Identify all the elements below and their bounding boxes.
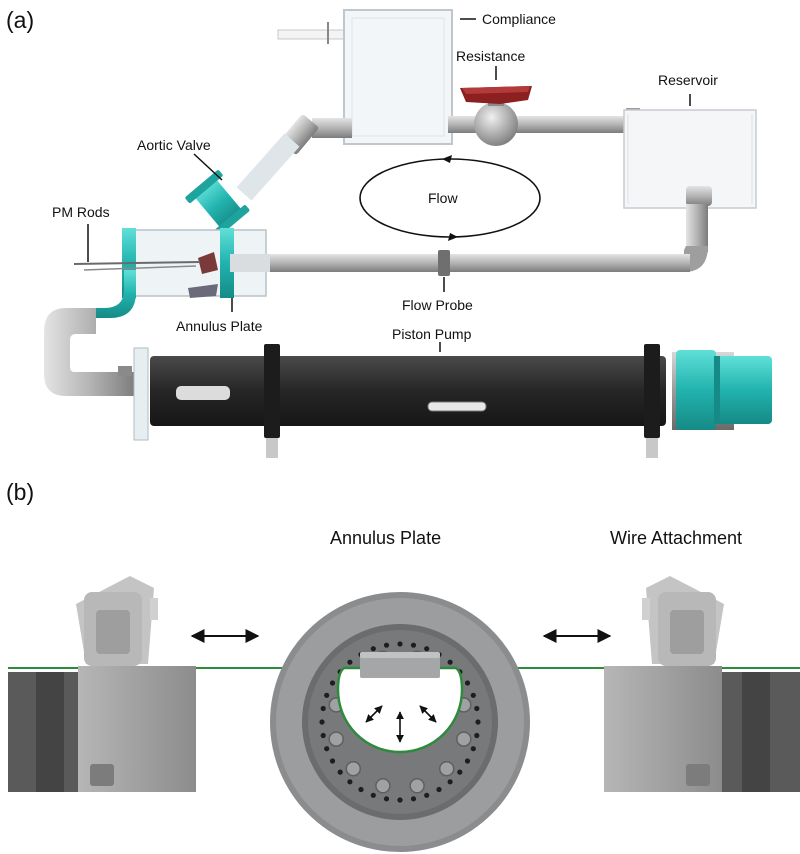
suture-hole: [410, 796, 417, 802]
annulus-plate-b: [270, 592, 530, 852]
aortic-valve: [185, 170, 250, 236]
return-pipe: [44, 308, 136, 396]
suture-hole: [470, 692, 476, 698]
suture-hole-ring: [319, 641, 481, 803]
panel-a: (a) Compliance Resistance: [6, 7, 772, 458]
suture-hole: [424, 646, 430, 652]
flow-loop: [359, 155, 541, 241]
main-pipe: [230, 254, 690, 272]
aortic-valve-leader: [193, 153, 223, 181]
flow-arrow-top: [442, 155, 452, 163]
suture-hole: [464, 680, 471, 686]
wire-attachment-right: [604, 576, 800, 792]
resistance-valve: [460, 86, 532, 146]
flow-label: Flow: [428, 190, 458, 206]
suture-hole: [397, 641, 403, 647]
annulus-opening: [336, 666, 464, 754]
bolt-hole: [296, 816, 306, 826]
flow-probe: [438, 250, 450, 276]
panel-a-tag: (a): [6, 7, 34, 33]
bolt-hole: [494, 816, 504, 826]
suture-hole: [447, 779, 453, 785]
piston-pump-label: Piston Pump: [392, 326, 472, 342]
resistance-label: Resistance: [456, 48, 525, 64]
wire-attachment-left: [8, 576, 196, 792]
suture-hole: [324, 692, 330, 698]
suture-hole: [475, 719, 481, 725]
suture-hole: [347, 659, 353, 665]
suture-hole: [474, 732, 480, 739]
annulus-plate-label-b: Annulus Plate: [330, 528, 441, 548]
suture-hole: [457, 769, 463, 775]
piston-pump: [118, 344, 772, 458]
compliance-label: Compliance: [482, 11, 556, 27]
panel-b-tag: (b): [6, 479, 34, 505]
suture-hole: [383, 642, 390, 648]
suture-hole: [358, 786, 364, 793]
post: [328, 731, 344, 747]
post: [456, 731, 472, 747]
suture-hole: [324, 746, 330, 752]
suture-hole: [436, 786, 442, 793]
suture-hole: [447, 659, 453, 665]
suture-hole: [410, 642, 417, 648]
panel-b: (b) Annulus Plate Wire Attachment: [6, 479, 800, 852]
wire-attachment-label: Wire Attachment: [610, 528, 742, 548]
suture-hole: [474, 705, 480, 712]
suture-hole: [424, 792, 430, 798]
flow-probe-label: Flow Probe: [402, 297, 473, 313]
suture-hole: [370, 646, 376, 652]
post: [409, 778, 425, 794]
compliance-chamber: [277, 9, 453, 145]
suture-hole: [319, 719, 325, 725]
suture-hole: [464, 758, 471, 764]
post: [438, 760, 455, 777]
suture-hole: [347, 779, 353, 785]
pm-rods-label: PM Rods: [52, 204, 110, 220]
post: [345, 760, 362, 777]
annulus-plate-a: [220, 228, 234, 298]
suture-hole: [320, 705, 326, 712]
bolt-hole: [494, 618, 504, 628]
bolt-hole: [296, 618, 306, 628]
reservoir-label: Reservoir: [658, 72, 718, 88]
annulus-plate-label-a: Annulus Plate: [176, 318, 263, 334]
suture-hole: [337, 769, 343, 775]
aortic-valve-label: Aortic Valve: [137, 137, 211, 153]
suture-hole: [470, 746, 476, 752]
suture-hole: [329, 758, 336, 764]
flow-arrow-bottom: [448, 233, 458, 241]
inner-arrow-left: [365, 705, 383, 723]
pm-rods: [73, 261, 201, 265]
suture-hole: [397, 797, 403, 803]
inner-arrow-right: [419, 705, 437, 723]
suture-hole: [320, 732, 326, 739]
suture-hole: [383, 796, 390, 802]
suture-hole: [329, 680, 336, 686]
post: [375, 778, 391, 794]
suture-hole: [370, 792, 376, 798]
